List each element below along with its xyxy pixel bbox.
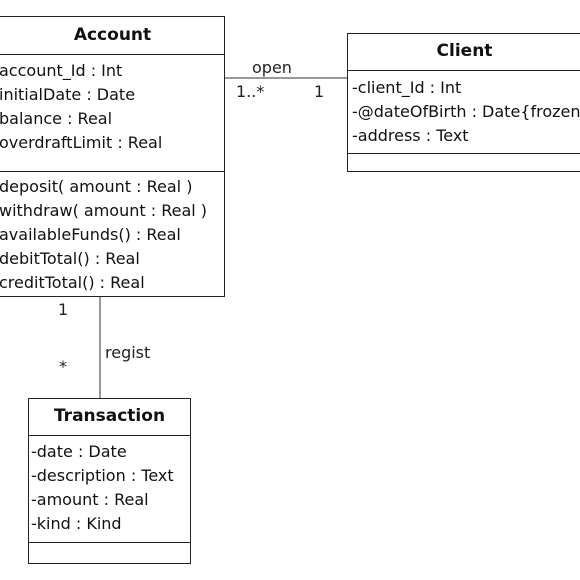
class-name-transaction: Transaction (29, 399, 190, 436)
class-account[interactable]: Account account_Id : Int initialDate : D… (0, 16, 225, 297)
class-client[interactable]: Client -client_Id : Int -@dateOfBirth : … (347, 33, 580, 172)
operation: deposit( amount : Real ) (0, 177, 193, 196)
operation: creditTotal() : Real (0, 273, 145, 292)
class-name-client: Client (348, 34, 580, 71)
class-name-account: Account (0, 17, 224, 55)
attribute: -description : Text (31, 466, 174, 485)
multiplicity-client-open: 1 (314, 82, 325, 101)
operation: availableFunds() : Real (0, 225, 181, 244)
association-name-regist: regist (105, 343, 151, 362)
attribute-list: -client_Id : Int -@dateOfBirth : Date{fr… (348, 71, 580, 154)
operation: withdraw( amount : Real ) (0, 201, 208, 220)
multiplicity-account-regist: 1 (58, 300, 69, 319)
multiplicity-account-open: 1..* (236, 82, 265, 101)
operation-list: deposit( amount : Real ) withdraw( amoun… (0, 172, 224, 295)
attribute: -amount : Real (31, 490, 149, 509)
attribute: overdraftLimit : Real (0, 133, 163, 152)
attribute: -date : Date (31, 442, 127, 461)
attribute: -client_Id : Int (352, 78, 462, 97)
class-transaction[interactable]: Transaction -date : Date -description : … (28, 398, 191, 564)
multiplicity-transaction-regist: * (59, 357, 67, 376)
attribute: -address : Text (352, 126, 469, 145)
operation: debitTotal() : Real (0, 249, 140, 268)
attribute: -kind : Kind (31, 514, 122, 533)
attribute: account_Id : Int (0, 61, 123, 80)
attribute: balance : Real (0, 109, 113, 128)
association-name-open: open (252, 58, 292, 77)
attribute-list: account_Id : Int initialDate : Date bala… (0, 55, 224, 172)
attribute-list: -date : Date -description : Text -amount… (29, 436, 190, 543)
attribute: -@dateOfBirth : Date{frozen} (352, 102, 580, 121)
attribute: initialDate : Date (0, 85, 136, 104)
